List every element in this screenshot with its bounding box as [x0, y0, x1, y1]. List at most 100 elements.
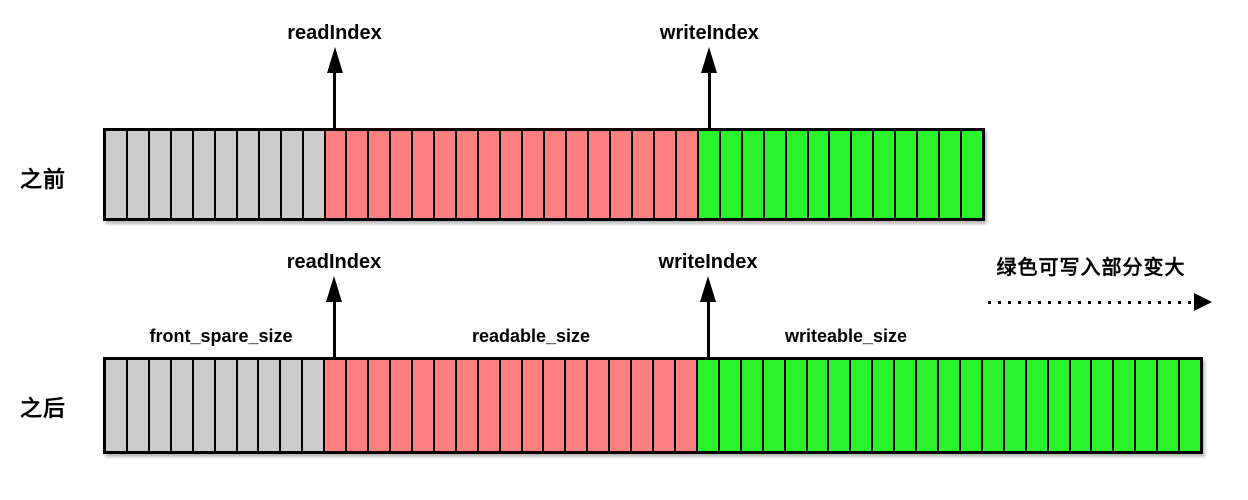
buffer-cell-writable — [785, 360, 808, 451]
front-spare-size-label: front_spare_size — [149, 326, 293, 346]
buffer-cell-front_spare — [171, 131, 194, 218]
buffer-cell-writable — [1114, 360, 1137, 451]
buffer-cell-writable — [720, 131, 743, 218]
buffer-cell-front_spare — [237, 360, 260, 451]
buffer-cell-front_spare — [281, 131, 304, 218]
buffer-cell-readable — [566, 360, 589, 451]
buffer-cell-readable — [610, 131, 633, 218]
buffer-cell-writable — [786, 131, 809, 218]
buffer-cell-readable — [457, 131, 480, 218]
buffer-cell-front_spare — [237, 131, 260, 218]
up-arrow-icon — [701, 47, 718, 73]
buffer-cell-front_spare — [106, 131, 128, 218]
buffer-cell-writable — [742, 131, 765, 218]
buffer-cell-readable — [632, 131, 655, 218]
buffer-cell-front_spare — [215, 360, 238, 451]
buffer-cell-writable — [873, 360, 896, 451]
buffer-cell-readable — [369, 360, 391, 451]
buffer-cell-front_spare — [106, 360, 128, 451]
buffer-cell-writable — [829, 360, 852, 451]
writeable-size-label: writeable_size — [784, 326, 908, 346]
read-index-label: readIndex — [286, 251, 382, 273]
buffer-cell-writable — [1070, 360, 1093, 451]
buffer-cell-readable — [369, 131, 392, 218]
buffer-cell-readable — [654, 360, 676, 451]
buffer-cell-readable — [435, 131, 458, 218]
buffer-cell-readable — [501, 131, 524, 218]
arrow-shaft — [707, 73, 711, 128]
up-arrow-icon — [326, 276, 342, 302]
buffer-cell-writable — [1048, 360, 1071, 451]
buffer-cell-readable — [412, 360, 435, 451]
buffer-cell-readable — [390, 360, 413, 451]
buffer-cell-writable — [917, 360, 940, 451]
buffer-bar-before — [103, 128, 985, 221]
buffer-cell-writable — [1004, 360, 1027, 451]
row-label-before: 之前 — [20, 167, 67, 192]
write-index-label: writeIndex — [659, 22, 759, 44]
buffer-cell-writable — [896, 131, 919, 218]
buffer-cell-readable — [545, 131, 568, 218]
buffer-cell-readable — [479, 131, 502, 218]
buffer-cell-readable — [325, 360, 348, 451]
buffer-cell-writable — [808, 131, 831, 218]
buffer-cell-readable — [676, 131, 699, 218]
buffer-cell-readable — [500, 360, 523, 451]
write-index-pointer-after: writeIndex — [638, 251, 778, 357]
buffer-cell-writable — [962, 131, 983, 218]
buffer-cell-readable — [413, 131, 436, 218]
buffer-cell-writable — [940, 131, 963, 218]
buffer-cell-writable — [719, 360, 742, 451]
buffer-cell-front_spare — [281, 360, 304, 451]
buffer-cell-writable — [1092, 360, 1115, 451]
buffer-cell-readable — [610, 360, 633, 451]
annotation-green-grows: 绿色可写入部分变大 — [996, 257, 1186, 279]
write-index-pointer-before: writeIndex — [639, 22, 779, 128]
buffer-cell-readable — [391, 131, 414, 218]
readable-size-label: readable_size — [471, 326, 591, 346]
buffer-cell-readable — [456, 360, 479, 451]
buffer-cell-front_spare — [127, 360, 150, 451]
buffer-cell-writable — [874, 131, 897, 218]
up-arrow-icon — [326, 47, 343, 73]
buffer-cell-writable — [1136, 360, 1159, 451]
arrow-shaft — [706, 302, 710, 357]
buffer-cell-writable — [918, 131, 941, 218]
buffer-cell-readable — [523, 131, 546, 218]
buffer-cell-front_spare — [303, 131, 326, 218]
buffer-cell-readable — [567, 131, 589, 218]
buffer-cell-readable — [632, 360, 655, 451]
buffer-cell-front_spare — [215, 131, 238, 218]
buffer-cell-readable — [675, 360, 698, 451]
buffer-cell-readable — [325, 131, 348, 218]
dotted-right-arrow-icon — [988, 293, 1212, 311]
buffer-cell-writable — [830, 131, 853, 218]
buffer-cell-readable — [522, 360, 545, 451]
buffer-cell-writable — [851, 360, 874, 451]
buffer-cell-writable — [763, 360, 786, 451]
buffer-cell-writable — [895, 360, 918, 451]
read-index-label: readIndex — [287, 22, 382, 44]
buffer-cell-writable — [764, 131, 787, 218]
buffer-cell-writable — [960, 360, 983, 451]
buffer-cell-writable — [1158, 360, 1181, 451]
buffer-cell-writable — [741, 360, 764, 451]
buffer-cell-front_spare — [259, 131, 282, 218]
dotted-line — [988, 301, 1194, 304]
buffer-cell-writable — [697, 360, 720, 451]
buffer-cell-readable — [434, 360, 457, 451]
buffer-cell-front_spare — [193, 360, 216, 451]
right-arrowhead-icon — [1194, 293, 1212, 311]
up-arrow-icon — [700, 276, 716, 302]
buffer-cell-front_spare — [259, 360, 282, 451]
buffer-cell-readable — [478, 360, 501, 451]
buffer-cell-readable — [347, 131, 370, 218]
buffer-cell-front_spare — [149, 360, 172, 451]
arrow-shaft — [332, 302, 336, 357]
buffer-cell-front_spare — [193, 131, 216, 218]
write-index-label: writeIndex — [658, 251, 758, 273]
buffer-bar-after — [103, 357, 1203, 454]
buffer-cell-readable — [654, 131, 677, 218]
